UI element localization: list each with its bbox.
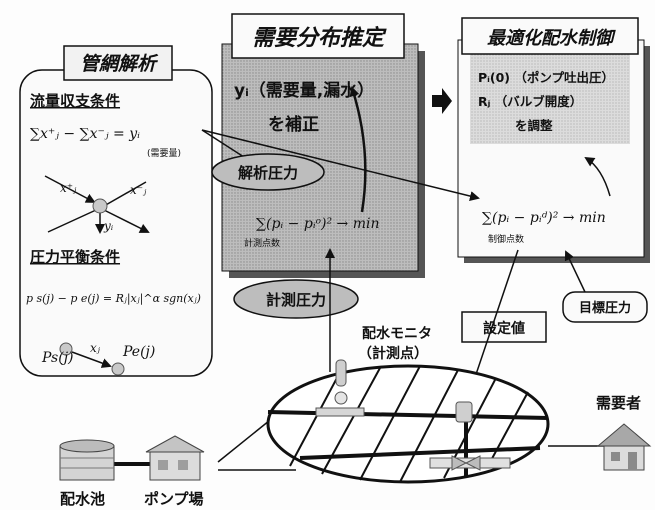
control-line2: Rⱼ （バルブ開度）	[478, 94, 582, 109]
optimal-control-panel: 最適化配水制御 Pᵢ(0) （ポンプ吐出圧） Rⱼ （バルブ開度） を調整 ∑(…	[457, 17, 650, 263]
pipe-start-label: Ps(j)	[41, 350, 74, 366]
distribution-network: 配水池 ポンプ場 需要者	[59, 359, 652, 508]
pipe-network-box	[19, 69, 213, 377]
node-inflow-line-2	[47, 209, 97, 233]
control-line3: を調整	[515, 118, 553, 133]
pipe-network-title-box	[63, 45, 173, 81]
pipe-end-node	[111, 362, 125, 376]
demand-title: 需要分布推定	[252, 25, 387, 51]
control-title: 最適化配水制御	[487, 28, 616, 49]
control-line1: Pᵢ(0) （ポンプ吐出圧）	[478, 70, 614, 85]
network-hatch	[289, 365, 529, 483]
analysis-pressure-label: 解析圧力	[238, 164, 298, 182]
flow-to-control-arrow	[432, 88, 452, 114]
valve-body-2	[464, 455, 481, 471]
pump-station-icon	[145, 435, 205, 481]
pipe-end-label: Pe(j)	[122, 344, 155, 360]
node-outflow-arrow-2	[103, 209, 150, 233]
demand-line1: yᵢ（需要量,漏水）	[234, 80, 374, 101]
monitor-sensor-gauge	[334, 391, 348, 405]
network-pipe-horizontal-1	[267, 410, 549, 420]
flow-balance-title: 流量収支条件	[30, 92, 120, 110]
pump-station-label: ポンプ場	[144, 490, 204, 508]
node-outflow-label: x⁻ⱼ	[130, 183, 147, 197]
demand-title-box	[231, 13, 405, 59]
correction-feedback-arrow	[349, 86, 367, 213]
flow-balance-equation: ∑x⁺ⱼ − ∑x⁻ⱼ = yᵢ	[30, 126, 140, 142]
node-demand-label: yᵢ	[103, 219, 114, 233]
demand-formula: ∑(pᵢ − pᵢᵒ)² → min	[256, 216, 380, 232]
reservoir-icon	[59, 439, 115, 481]
monitor-label-line1: 配水モニタ	[362, 325, 432, 342]
control-title-box	[461, 17, 639, 55]
target-pressure-label: 目標圧力	[579, 300, 631, 316]
measured-pressure-ellipse	[233, 279, 359, 319]
target-pressure-box	[562, 291, 648, 323]
pressure-balance-title: 圧力平衡条件	[30, 248, 120, 266]
reservoir-label: 配水池	[60, 490, 105, 508]
pressure-balance-equation: p s(j) − p e(j) = Rⱼ|xⱼ|^α sgn(xⱼ)	[26, 292, 201, 306]
consumer-label: 需要者	[596, 394, 641, 412]
demand-formula-sub: 計測点数	[244, 237, 280, 249]
pipe-flow-label: xⱼ	[90, 341, 101, 355]
pipe-start-node	[59, 342, 73, 356]
analysis-to-control-arrow	[201, 129, 480, 201]
control-inner-box	[470, 54, 630, 144]
monitor-label-line2: （計測点）	[358, 345, 428, 362]
flow-balance-note: (需要量)	[147, 148, 181, 159]
control-formula: ∑(pᵢ − pᵢᵈ)² → min	[482, 210, 606, 226]
target-to-control-arrow	[564, 250, 586, 293]
demand-node	[92, 198, 108, 214]
demand-estimation-panel: 需要分布推定 yᵢ（需要量,漏水） を補正 ∑(pᵢ − pᵢᵒ)² → min…	[221, 13, 425, 278]
control-feedback-arrow	[584, 156, 611, 197]
demand-line2: を補正	[268, 114, 319, 135]
network-pipe-horizontal-2	[299, 446, 541, 460]
valve-actuator	[455, 401, 473, 423]
pipe-flow-arrow	[71, 351, 112, 368]
measured-pressure-label: 計測圧力	[266, 291, 326, 309]
valve-body	[451, 455, 468, 471]
control-formula-sub: 制御点数	[488, 233, 524, 245]
pipe-network-title: 管網解析	[80, 53, 159, 75]
monitor-sensor-base	[315, 407, 365, 417]
setpoint-box	[461, 311, 547, 343]
consumer-house-icon	[596, 423, 652, 471]
node-outflow-line	[103, 181, 147, 207]
monitor-sensor	[335, 359, 347, 387]
pipe-network-panel: 管網解析 流量収支条件 ∑x⁺ⱼ − ∑x⁻ⱼ = yᵢ (需要量) x⁺ⱼ x…	[19, 45, 213, 377]
node-inflow-arrow	[44, 175, 96, 203]
analysis-pressure-ellipse	[211, 153, 325, 191]
node-inflow-label: x⁺ⱼ	[60, 181, 77, 195]
